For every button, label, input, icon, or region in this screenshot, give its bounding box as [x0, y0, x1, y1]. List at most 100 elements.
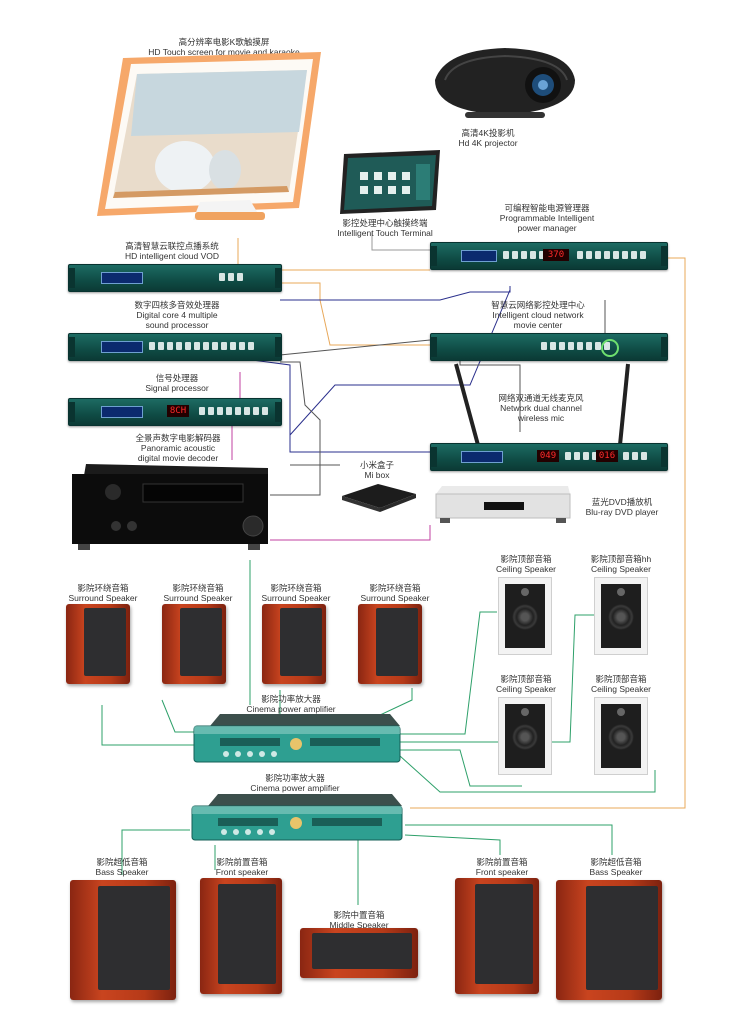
sound-processor-label-en2: sound processor	[145, 320, 209, 330]
signal-processor-display: 8CH	[167, 405, 189, 417]
ceiling-speaker-label: 影院顶部音箱 Ceiling Speaker	[591, 674, 651, 694]
touch-terminal-image	[340, 150, 440, 214]
vod-label-en: HD intelligent cloud VOD	[124, 251, 220, 261]
surround-speaker	[262, 604, 326, 684]
front-left-label-zh: 影院前置音箱	[216, 857, 268, 867]
ceiling-speaker-label-zh: 影院顶部音箱	[500, 674, 552, 684]
ceiling-speaker-label-en: Ceiling Speaker	[590, 684, 652, 694]
wire-speaker	[404, 834, 501, 855]
wire-signal	[270, 361, 321, 496]
power-manager-label: 可编程智能电源管理器 Programmable Intelligent powe…	[500, 203, 595, 233]
front-speaker-left	[200, 878, 282, 994]
ceiling-speaker-label-zh: 影院顶部音箱hh	[590, 554, 652, 564]
movie-center-label: 智慧云网络影控处理中心 Intelligent cloud network mo…	[491, 300, 585, 330]
amp2-image	[191, 794, 403, 841]
bass-left-label-zh: 影院超低音箱	[96, 857, 148, 867]
wireless-mic-label-en2: wireless mic	[517, 413, 565, 423]
front-right-label: 影院前置音箱 Front speaker	[476, 857, 528, 877]
touch-terminal-label-zh: 影控处理中心触摸终端	[342, 218, 428, 228]
power-manager-unit: 370	[430, 242, 668, 270]
surround-speaker-label-en: Surround Speaker	[163, 593, 233, 603]
ceiling-speaker-label: 影院顶部音箱 Ceiling Speaker	[496, 674, 556, 694]
middle-label-zh: 影院中置音箱	[333, 910, 385, 920]
movie-center-label-en: Intelligent cloud network	[492, 310, 584, 320]
front-speaker-right	[455, 878, 539, 994]
signal-processor-unit: 8CH	[68, 398, 282, 426]
sound-processor-unit	[68, 333, 282, 361]
bass-speaker-left	[70, 880, 176, 1000]
wire-signal-blue	[280, 286, 511, 301]
surround-speaker-label-en: Surround Speaker	[68, 593, 138, 603]
bass-left-label: 影院超低音箱 Bass Speaker	[96, 857, 149, 877]
wireless-mic-label-zh: 网络双通道无线麦克风	[498, 393, 584, 403]
ceiling-speaker-label: 影院顶部音箱 Ceiling Speaker	[496, 554, 556, 574]
ceiling-speaker-label: 影院顶部音箱hh Ceiling Speaker	[591, 554, 651, 574]
amp2-label-en: Cinema power amplifier	[250, 783, 340, 793]
wire-speaker	[400, 611, 497, 735]
movie-center-knob	[601, 339, 619, 357]
projector	[425, 40, 585, 125]
power-manager-label-en2: power manager	[517, 223, 577, 233]
mibox-label-en: Mi box	[364, 470, 390, 480]
mibox-unit	[338, 482, 418, 514]
bass-right-label: 影院超低音箱 Bass Speaker	[590, 857, 643, 877]
movie-center-label-en2: movie center	[513, 320, 563, 330]
wire-speaker	[400, 614, 595, 743]
surround-speaker	[162, 604, 226, 684]
touchscreen-monitor	[75, 52, 325, 224]
ceiling-speaker	[498, 697, 552, 775]
middle-label-en: Middle Speaker	[329, 920, 389, 930]
vod-unit	[68, 264, 282, 292]
surround-speaker-label: 影院环绕音箱 Surround Speaker	[262, 583, 331, 603]
amp1-unit	[190, 712, 402, 768]
signal-processor-label: 信号处理器 Signal processor	[145, 373, 208, 393]
power-manager-display: 370	[543, 249, 569, 261]
wire-signal	[279, 339, 431, 356]
dvd-unit	[432, 484, 572, 526]
amp1-label-en: Cinema power amplifier	[246, 704, 336, 714]
decoder-label: 全景声数字电影解码器 Panoramic acoustic digital mo…	[135, 433, 220, 463]
touch-terminal-label: 影控处理中心触摸终端 Intelligent Touch Terminal	[337, 218, 433, 238]
wire-speaker	[399, 755, 656, 793]
wireless-mic-label: 网络双通道无线麦克风 Network dual channel wireless…	[498, 393, 583, 423]
bass-right-label-en: Bass Speaker	[589, 867, 643, 877]
wire-speaker	[121, 829, 190, 875]
surround-speaker-label-zh: 影院环绕音箱	[369, 583, 421, 593]
surround-speaker-label: 影院环绕音箱 Surround Speaker	[69, 583, 138, 603]
projector-label: 高清4K投影机 Hd 4K projector	[458, 128, 517, 148]
sound-processor-label-zh: 数字四核多音效处理器	[134, 300, 220, 310]
surround-speaker-label-en: Surround Speaker	[360, 593, 430, 603]
decoder-unit	[68, 460, 272, 552]
wire-pink	[270, 525, 431, 541]
power-manager-label-en: Programmable Intelligent	[499, 213, 595, 223]
mibox-image	[342, 484, 416, 512]
wire-power	[280, 282, 430, 346]
middle-label: 影院中置音箱 Middle Speaker	[329, 910, 388, 930]
middle-speaker	[300, 928, 418, 978]
amp1-label: 影院功率放大器 Cinema power amplifier	[246, 694, 335, 714]
amp1-label-zh: 影院功率放大器	[261, 694, 321, 704]
wire-speaker	[379, 688, 413, 716]
wire-speaker	[161, 699, 195, 733]
power-manager-label-zh: 可编程智能电源管理器	[504, 203, 590, 213]
surround-speaker-label: 影院环绕音箱 Surround Speaker	[361, 583, 430, 603]
ceiling-speaker-label-en: Ceiling Speaker	[590, 564, 651, 574]
signal-processor-label-en: Signal processor	[145, 383, 209, 393]
ceiling-speaker	[594, 577, 648, 655]
surround-speaker-label-en: Surround Speaker	[261, 593, 331, 603]
wire-speaker	[101, 705, 195, 746]
vod-label: 高清智慧云联控点播系统 HD intelligent cloud VOD	[125, 241, 219, 261]
front-left-label-en: Front speaker	[215, 867, 269, 877]
vod-label-zh: 高清智慧云联控点播系统	[125, 241, 219, 251]
front-left-label: 影院前置音箱 Front speaker	[216, 857, 268, 877]
movie-center-unit	[430, 333, 668, 361]
surround-speaker-label-zh: 影院环绕音箱	[77, 583, 129, 593]
wireless-mic-display-b: 016	[596, 450, 618, 462]
ceiling-speaker	[498, 577, 552, 655]
touchscreen-label-zh: 高分辨率电影K歌触摸屏	[178, 37, 270, 47]
surround-speaker	[66, 604, 130, 684]
projector-label-en: Hd 4K projector	[458, 138, 518, 148]
wireless-mic-label-en: Network dual channel	[500, 403, 582, 413]
wireless-mic-unit: 049 016	[430, 443, 668, 471]
wire-power	[371, 232, 430, 251]
